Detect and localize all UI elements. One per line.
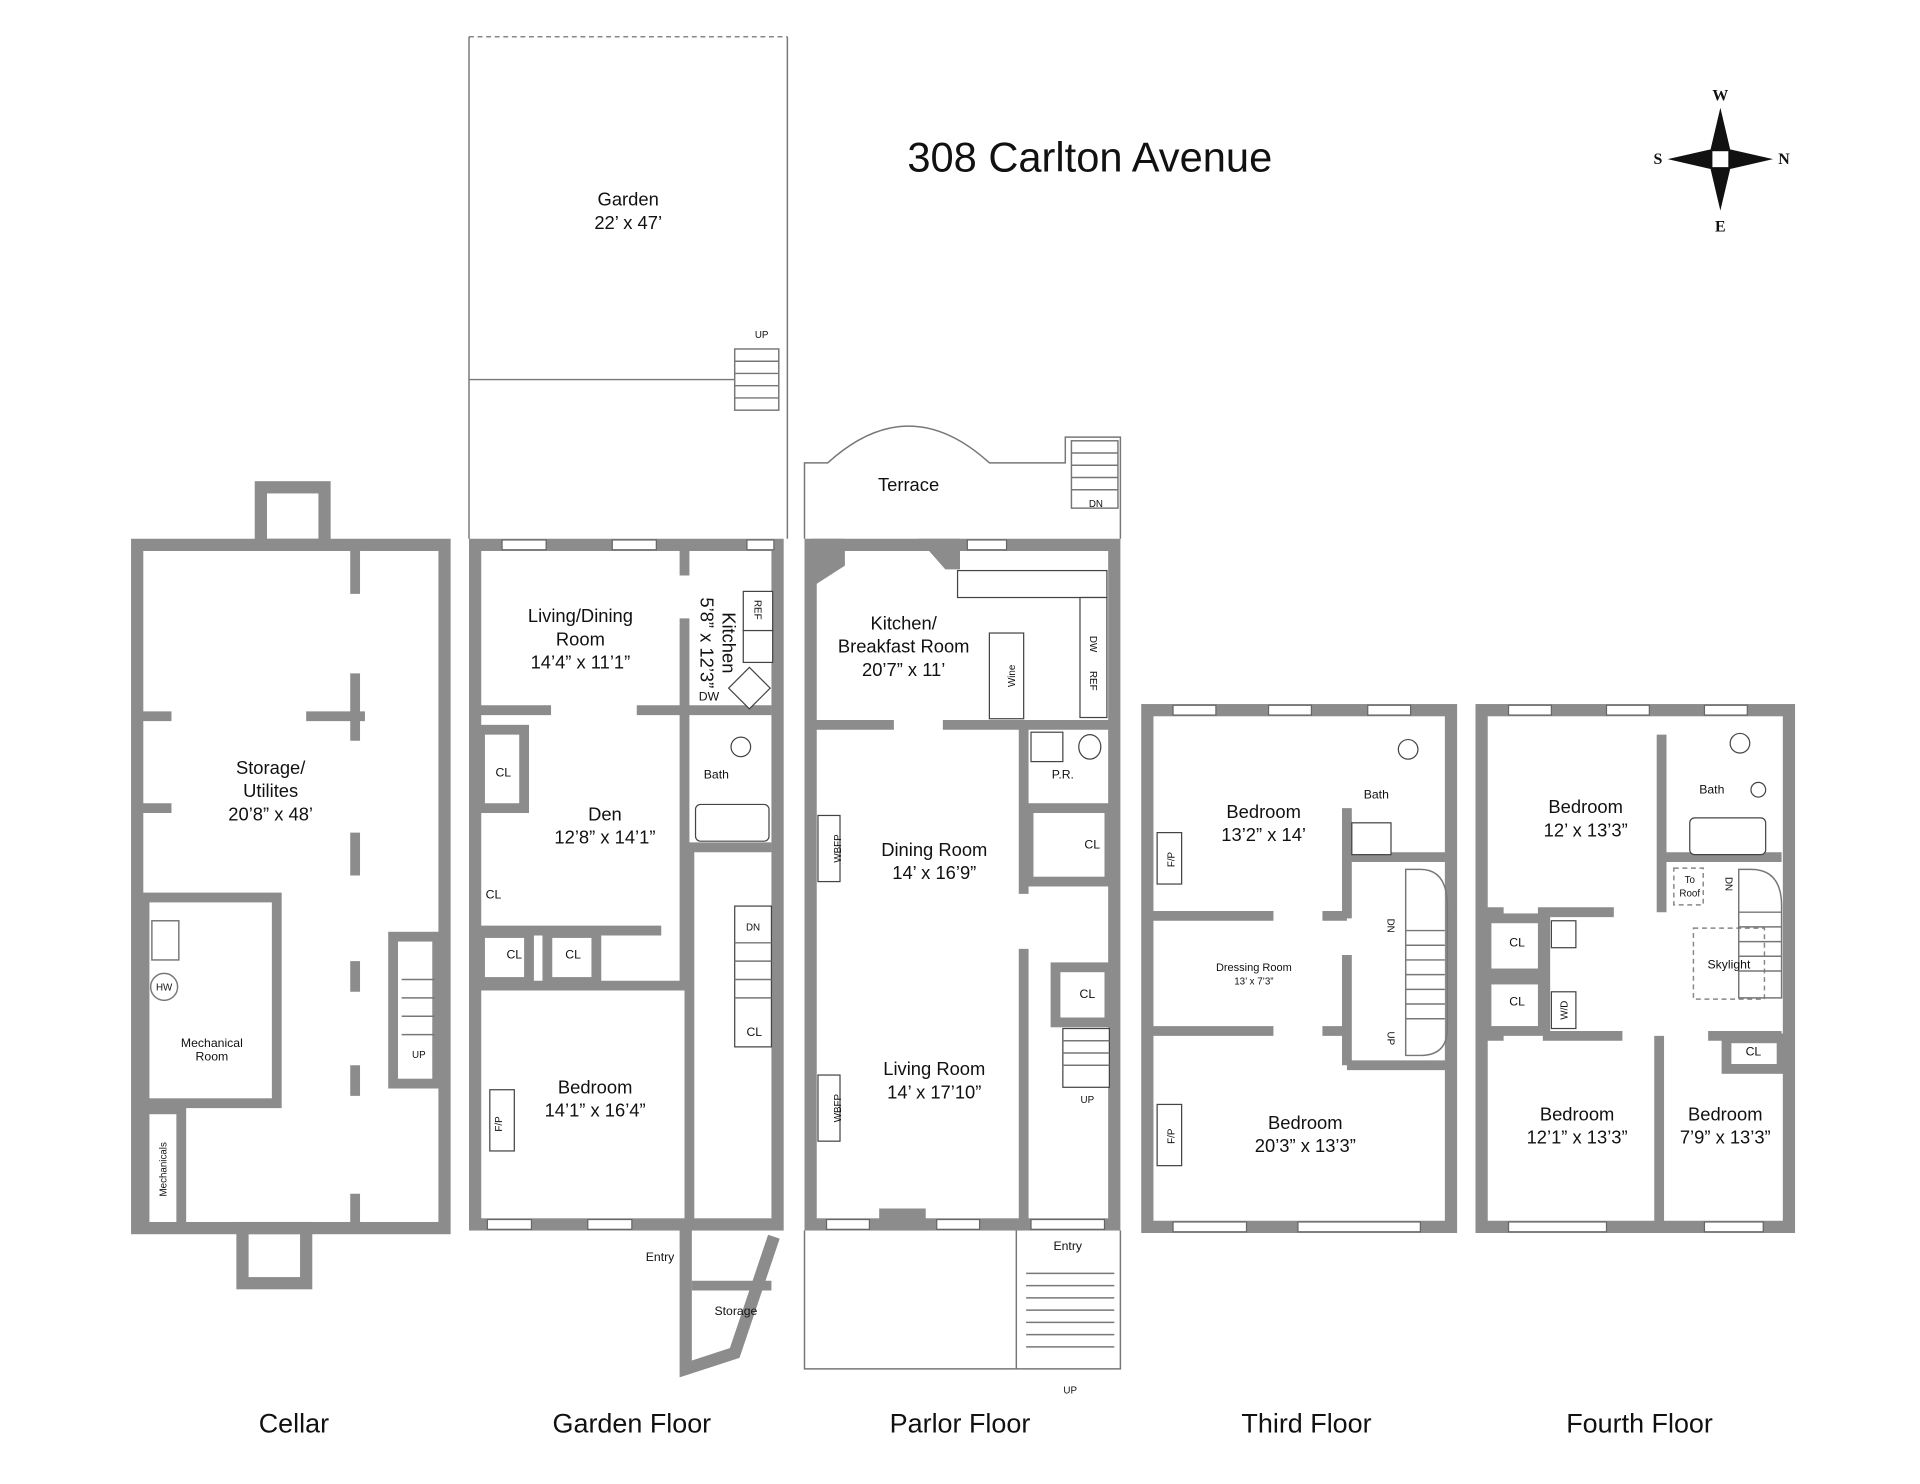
room-dims-bedroom: 14’1” x 16’4” <box>545 1100 646 1121</box>
wbfp-label: WBFP <box>833 834 844 863</box>
stair-up-label: UP <box>1384 1032 1395 1046</box>
closet-label: CL <box>1080 987 1096 1001</box>
room-label-mechanicals: Mechanicals <box>159 1142 170 1196</box>
stair-down-label: DN <box>1384 919 1395 933</box>
compass-s: S <box>1653 151 1662 168</box>
compass-n: N <box>1778 151 1790 168</box>
closet-label: CL <box>565 948 581 962</box>
room-label-bedroom: Bedroom <box>1268 1112 1343 1133</box>
floor-name-parlor: Parlor Floor <box>890 1409 1031 1439</box>
closet-label: CL <box>1084 838 1100 852</box>
room-label-living-dining: Living/Dining <box>528 605 633 626</box>
wine-label: Wine <box>1007 665 1018 687</box>
garden-stair-up: UP <box>755 330 769 341</box>
entry-label: Entry <box>1053 1239 1082 1253</box>
room-label-utilities: Utilites <box>243 780 298 801</box>
room-dims-living-dining: 14’4” x 11’1” <box>531 652 631 673</box>
compass-e: E <box>1715 218 1726 235</box>
room-label-bedroom: Bedroom <box>558 1076 633 1097</box>
floor-name-third: Third Floor <box>1241 1409 1371 1439</box>
room-dims-bedroom: 20’3” x 13’3” <box>1255 1135 1356 1156</box>
closet-label: CL <box>486 888 502 902</box>
closet-label: CL <box>506 948 522 962</box>
roof-access-label-2: Roof <box>1679 888 1700 899</box>
fireplace-label: F/P <box>1166 1128 1177 1144</box>
dw-label: DW <box>1087 636 1098 653</box>
room-label-living-dining-2: Room <box>556 628 605 649</box>
room-label-breakfast: Breakfast Room <box>838 636 970 657</box>
entry-label: Entry <box>646 1250 675 1264</box>
room-label-kitchen: Kitchen <box>718 612 739 673</box>
room-label-bedroom: Bedroom <box>1540 1103 1615 1124</box>
room-dims-bedroom: 7’9” x 13’3” <box>1680 1127 1771 1148</box>
room-label-bedroom: Bedroom <box>1548 796 1622 817</box>
room-label-powder-room: P.R. <box>1052 768 1074 782</box>
hw-label: HW <box>156 983 173 994</box>
room-label-mechanical-2: Room <box>196 1049 229 1063</box>
room-label-bath: Bath <box>704 768 729 782</box>
wbfp-label: WBFP <box>833 1094 844 1123</box>
room-label-bedroom: Bedroom <box>1688 1103 1763 1124</box>
third-floor-plan: Bedroom 13’2” x 14’ Bath F/P F/P Dressin… <box>1141 704 1458 1439</box>
room-label-storage: Storage <box>715 1304 758 1318</box>
roof-access-label: To <box>1685 875 1696 886</box>
room-dims-bedroom: 12’1” x 13’3” <box>1527 1127 1628 1148</box>
closet-label: CL <box>495 765 511 779</box>
closet-label: CL <box>746 1025 762 1039</box>
compass-w: W <box>1712 87 1728 104</box>
room-dims-bedroom: 13’2” x 14’ <box>1221 824 1306 845</box>
stoop-up-label: UP <box>1063 1385 1077 1396</box>
closet-label: CL <box>1746 1044 1762 1058</box>
ref-label: REF <box>751 600 762 620</box>
stair-up-label: UP <box>412 1050 426 1061</box>
room-dims-den: 12’8” x 14’1” <box>554 827 655 848</box>
room-label-dining: Dining Room <box>881 839 987 860</box>
room-label-garden: Garden <box>598 189 659 210</box>
fourth-floor-plan: Bedroom 12’ x 13’3” Bath To Roof DN CL C… <box>1475 704 1796 1439</box>
room-label-mechanical: Mechanical <box>181 1036 243 1050</box>
room-dims-kitchen: 20’7” x 11’ <box>862 659 945 680</box>
room-dims-bedroom: 12’ x 13’3” <box>1544 819 1628 840</box>
room-label-bedroom: Bedroom <box>1226 801 1301 822</box>
room-dims-dressing: 13’ x 7’3” <box>1234 976 1273 987</box>
parlor-floor-plan: Terrace DN Kitchen/ Breakfast Room 20’7”… <box>803 425 1122 1439</box>
stair-up-label: UP <box>1081 1095 1095 1106</box>
skylight-label: Skylight <box>1708 958 1751 972</box>
room-dims-kitchen: 5’8” x 12’3” <box>696 597 717 688</box>
room-label-kitchen: Kitchen/ <box>871 612 938 633</box>
room-label-storage: Storage/ <box>236 757 306 778</box>
room-label-terrace: Terrace <box>878 474 939 495</box>
room-label-den: Den <box>588 803 622 824</box>
cellar-plan: Storage/ Utilites 20’8” x 48’ Mechanical… <box>131 481 451 1439</box>
compass-rose-icon: W S N E <box>1653 87 1790 235</box>
room-dims-storage: 20’8” x 48’ <box>228 803 313 824</box>
ref-label: REF <box>1087 671 1098 691</box>
dw-label: DW <box>699 689 720 703</box>
room-label-bath: Bath <box>1699 782 1724 796</box>
room-dims-dining: 14’ x 16’9” <box>892 862 976 883</box>
page-title: 308 Carlton Avenue <box>907 133 1272 180</box>
room-dims-garden: 22’ x 47’ <box>594 212 662 233</box>
fireplace-label: F/P <box>494 1116 505 1132</box>
floor-name-cellar: Cellar <box>259 1409 329 1439</box>
washer-dryer-label: W/D <box>1559 1001 1570 1020</box>
garden-floor-plan: Garden 22’ x 47’ UP Living/Dining Room 1… <box>468 35 789 1439</box>
closet-label: CL <box>1509 935 1525 949</box>
stair-down-label: DN <box>1722 877 1733 891</box>
room-label-bath: Bath <box>1364 787 1389 801</box>
stair-down-label: DN <box>746 923 760 934</box>
fireplace-label: F/P <box>1166 851 1177 867</box>
room-label-dressing: Dressing Room <box>1216 962 1292 974</box>
floor-name-garden: Garden Floor <box>553 1409 712 1439</box>
room-dims-living: 14’ x 17’10” <box>887 1081 981 1102</box>
room-label-living: Living Room <box>883 1058 985 1079</box>
floor-name-fourth: Fourth Floor <box>1566 1409 1713 1439</box>
terrace-stair-down: DN <box>1089 499 1103 510</box>
closet-label: CL <box>1509 994 1525 1008</box>
